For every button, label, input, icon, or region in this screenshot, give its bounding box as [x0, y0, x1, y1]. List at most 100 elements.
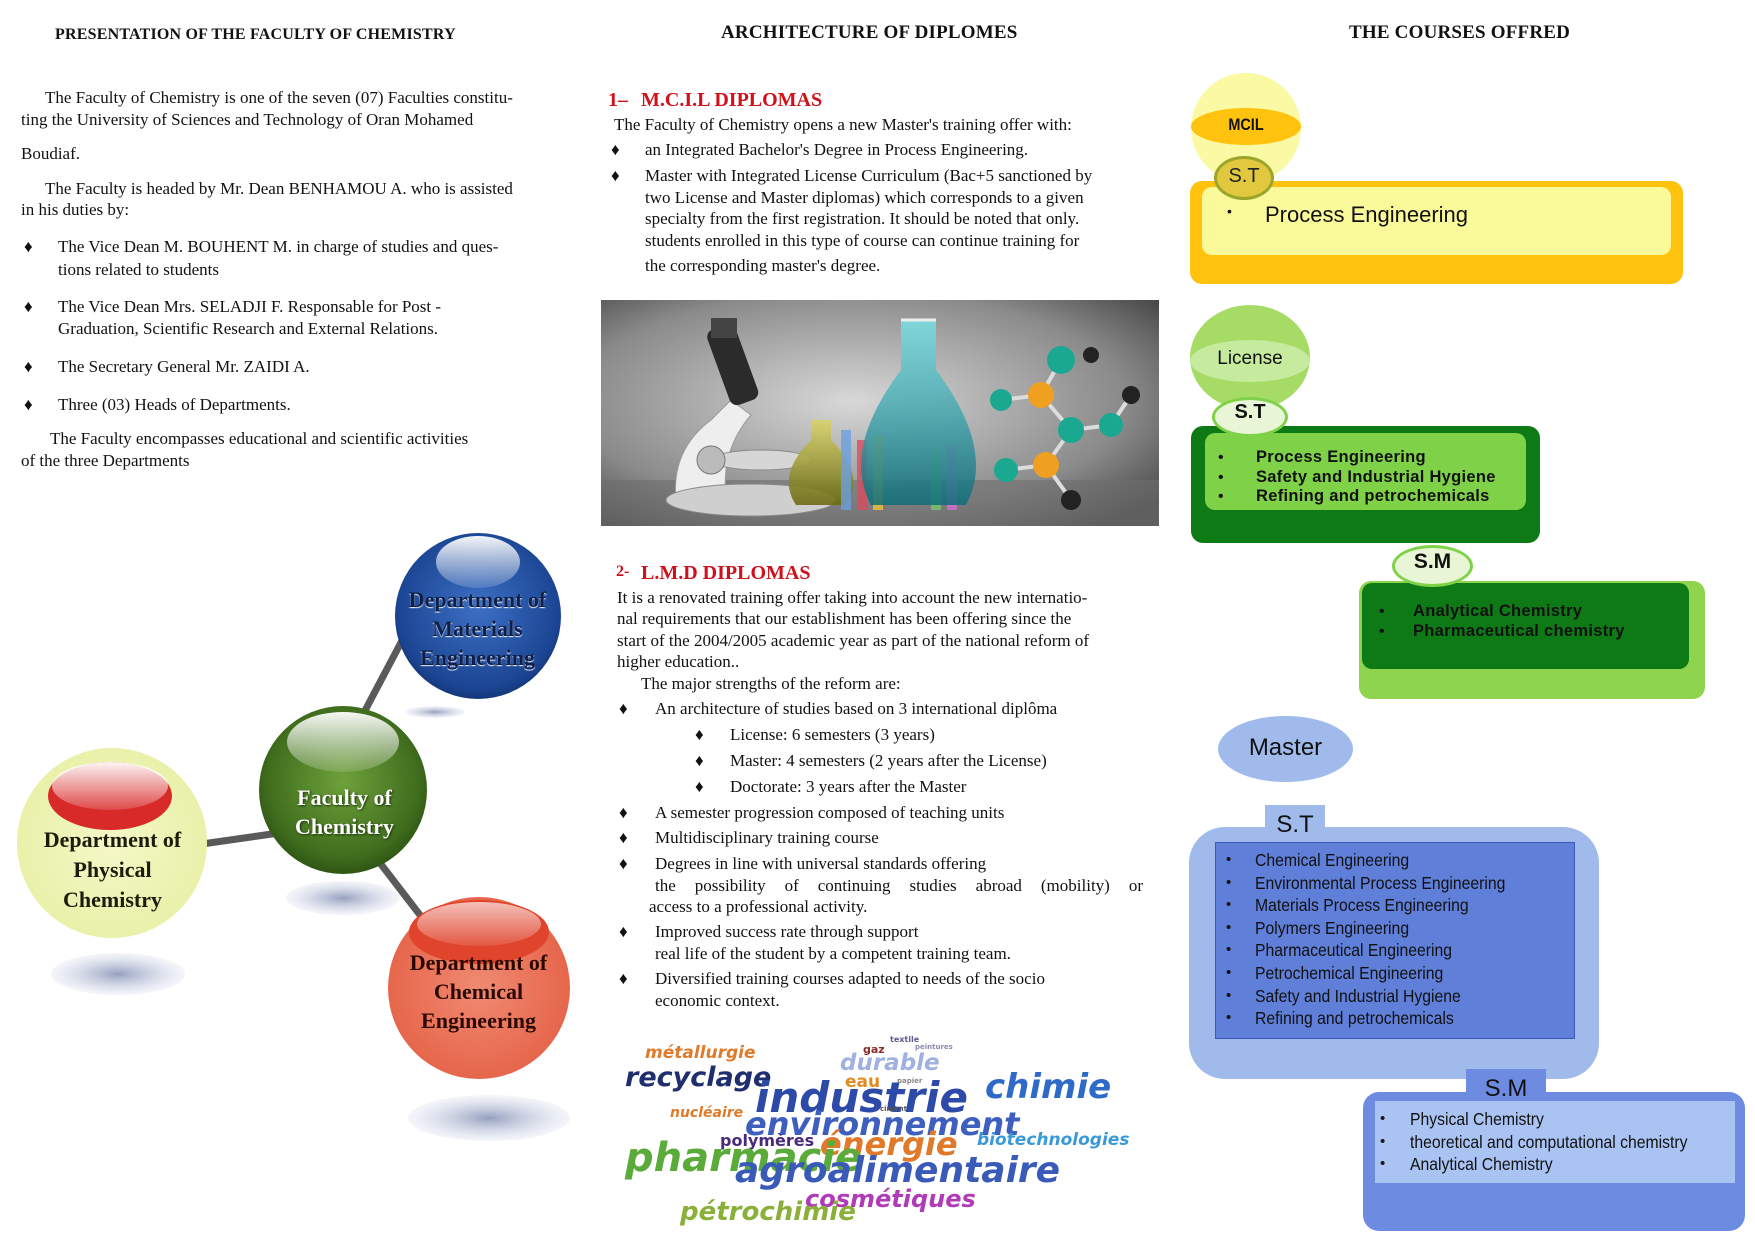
- word-agroalimentaire: agroalimentaire: [735, 1150, 1061, 1191]
- master-st-inner-box: [1215, 842, 1575, 1039]
- s1-intro: The Faculty of Chemistry opens a new Mas…: [614, 115, 1072, 134]
- vice-dean-research-line1: The Vice Dean Mrs. SELADJI F. Responsabl…: [58, 297, 442, 316]
- master-st-item: Polymers Engineering: [1255, 917, 1410, 938]
- s2-bullet4-line1: Degrees in line with universal standards…: [655, 854, 987, 873]
- word-papier: papier: [897, 1077, 923, 1085]
- license-label: License: [1217, 348, 1283, 369]
- col1-p3-line1: The Faculty encompasses educational and …: [50, 429, 469, 448]
- license-st-inner-box: [1205, 433, 1526, 510]
- word-industrie: industrie: [755, 1073, 968, 1122]
- bullet-dot: •: [1227, 203, 1232, 219]
- col1-p2-line1: The Faculty is headed by Mr. Dean BENHAM…: [45, 179, 513, 198]
- s2-line5: The major strengths of the reform are:: [641, 674, 901, 693]
- bullet-diamond: ♦: [695, 751, 704, 770]
- s2-line2: nal requirements that our establishment …: [617, 609, 1072, 628]
- col1-p1-line1: The Faculty of Chemistry is one of the s…: [45, 88, 513, 107]
- s1-bullet2-line2: two License and Master diplomas) which c…: [645, 188, 1084, 207]
- license-sm-inner-box: [1362, 583, 1689, 669]
- license-sm-badge: [1392, 545, 1473, 587]
- master-st-label: S.T: [1276, 811, 1314, 838]
- laboratory-photo: [601, 300, 1159, 526]
- col1-p1-line2: ting the University of Sciences and Tech…: [21, 110, 474, 129]
- word-pharmacie: pharmacie: [625, 1135, 863, 1181]
- license-st-item: Refining and petrochemicals: [1256, 487, 1490, 505]
- word-peintures: peintures: [915, 1043, 953, 1051]
- s1-bullet2-line4: students enrolled in this type of course…: [645, 231, 1080, 250]
- license-sm-bullets: ••: [1379, 603, 1385, 640]
- word-chimie: chimie: [985, 1067, 1112, 1107]
- bullet-diamond: ♦: [695, 777, 704, 796]
- s1-bullet2-line3: specialty from the first registration. I…: [645, 209, 1080, 228]
- bullet-diamond: ♦: [619, 969, 628, 988]
- bullet-diamond: ♦: [619, 922, 628, 941]
- master-st-item: Environmental Process Engineering: [1255, 872, 1506, 893]
- master-st-list: Chemical Engineering Environmental Proce…: [1255, 849, 1505, 1030]
- s2-line3: start of the 2004/2005 academic year as …: [617, 631, 1090, 650]
- master-label: Master: [1248, 734, 1323, 761]
- master-st-tab: [1265, 805, 1325, 845]
- bullet-diamond: ♦: [619, 828, 628, 847]
- master-sm-inner-box: [1374, 1100, 1736, 1184]
- license-sm-item: Pharmaceutical chemistry: [1413, 621, 1625, 640]
- col1-p2-line2: in his duties by:: [21, 200, 130, 219]
- license-st-item: Safety and Industrial Hygiene: [1256, 467, 1496, 486]
- license-sm-label: S.M: [1413, 550, 1452, 573]
- master-st-item: Safety and Industrial Hygiene: [1255, 985, 1461, 1006]
- word-biotechnologies: biotechnologies: [977, 1130, 1130, 1150]
- mcil-inner-box: [1202, 187, 1671, 255]
- bullet-diamond: ♦: [695, 725, 704, 744]
- col1-title: PRESENTATION OF THE FACULTY OF CHEMISTRY: [55, 26, 456, 43]
- master-sm-list: Physical Chemistry theoretical and compu…: [1410, 1108, 1688, 1176]
- bullet-diamond: ♦: [24, 357, 33, 376]
- mcil-st-label: S.T: [1228, 165, 1260, 187]
- bullet-diamond: ♦: [611, 140, 620, 159]
- mcil-item-0: Process Engineering: [1265, 202, 1469, 227]
- s2-sub2: Master: 4 semesters (2 years after the L…: [730, 751, 1047, 770]
- master-st-item: Petrochemical Engineering: [1255, 962, 1444, 983]
- s2-bullet3: Multidisciplinary training course: [655, 828, 879, 847]
- word-metallurgie: métallurgie: [645, 1043, 756, 1063]
- bullet-diamond: ♦: [619, 854, 628, 873]
- word-energie: énergie: [820, 1125, 958, 1163]
- word-recyclage: recyclage: [625, 1062, 772, 1093]
- s2-sub3: Doctorate: 3 years after the Master: [730, 777, 967, 796]
- s2-line1: It is a renovated training offer taking …: [617, 588, 1088, 607]
- mcil-label: MCIL: [1228, 115, 1264, 134]
- bullet-diamond: ♦: [24, 297, 33, 316]
- word-ciment: ciment: [880, 1105, 907, 1113]
- license-st-list: Process Engineering Safety and Industria…: [1256, 448, 1496, 507]
- word-petrochimie: pétrochimie: [680, 1197, 856, 1227]
- master-ellipse: [1218, 716, 1353, 782]
- master-st-item: Materials Process Engineering: [1255, 895, 1469, 916]
- master-st-item: Pharmaceutical Engineering: [1255, 940, 1453, 961]
- vice-dean-studies-line1: The Vice Dean M. BOUHENT M. in charge of…: [58, 237, 499, 256]
- bullet-diamond: ♦: [619, 699, 628, 718]
- mcil-band: [1191, 108, 1301, 145]
- bullet-diamond: ♦: [24, 395, 33, 414]
- s1-number: 1–: [608, 89, 628, 111]
- master-sm-item: Analytical Chemistry: [1410, 1154, 1553, 1175]
- materials-node: [395, 533, 561, 699]
- faculty-diagram: [17, 533, 570, 1141]
- master-sm-item: theoretical and computational chemistry: [1410, 1131, 1688, 1152]
- s2-number: 2-: [616, 563, 630, 580]
- license-sm-item: Analytical Chemistry: [1413, 602, 1583, 620]
- col3-title: THE COURSES OFFRED: [1349, 22, 1571, 43]
- bullet-diamond: ♦: [611, 166, 620, 185]
- mcil-st-badge: [1214, 156, 1274, 200]
- word-textile: textile: [890, 1035, 920, 1044]
- bullet-diamond: ♦: [24, 237, 33, 256]
- license-st-badge: [1212, 397, 1288, 437]
- s1-title: M.C.I.L DIPLOMAS: [641, 89, 823, 111]
- word-durable: durable: [840, 1050, 940, 1076]
- master-st-item: Refining and petrochemicals: [1255, 1008, 1454, 1029]
- col1-p1-line3: Boudiaf.: [21, 144, 81, 163]
- word-cosmetiques: cosmétiques: [805, 1185, 976, 1213]
- vice-dean-studies-line2: tions related to students: [58, 260, 220, 279]
- license-st-bullets: •••: [1218, 449, 1224, 505]
- secretary-general: The Secretary General Mr. ZAIDI A.: [58, 357, 310, 376]
- word-cloud: métallurgie recyclage textile gaz peintu…: [615, 1025, 1175, 1235]
